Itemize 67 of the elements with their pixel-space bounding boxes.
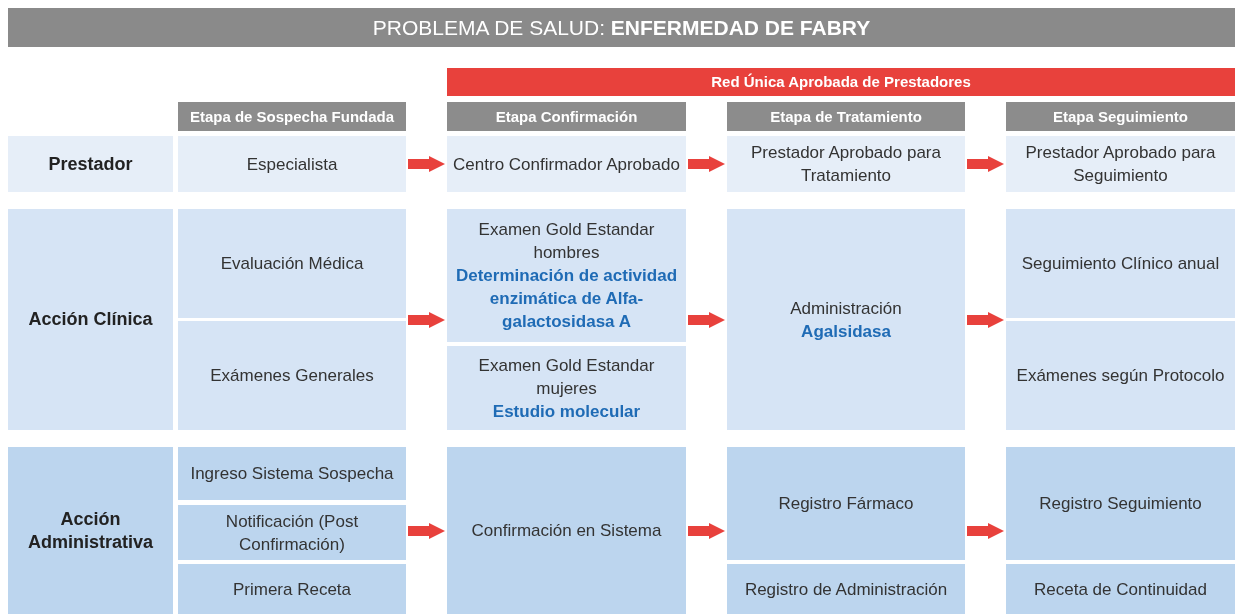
table-cell — [727, 447, 965, 560]
arrow — [967, 523, 1004, 539]
cell-text: Registro Seguimiento — [1039, 493, 1202, 515]
table-cell — [178, 209, 406, 318]
stage-header — [1006, 102, 1235, 131]
cell-text: Prestador Aprobado para Tratamiento — [750, 142, 942, 187]
header-text: Etapa de Tratamiento — [770, 106, 922, 127]
row-header — [8, 209, 173, 430]
cell-text: Notificación (Post Confirmación) — [224, 510, 360, 556]
arrow — [967, 312, 1004, 328]
arrow — [688, 523, 725, 539]
arrow — [408, 156, 445, 172]
row-header — [8, 447, 173, 614]
table-cell — [447, 447, 686, 614]
cell-text: Registro de Administración — [744, 578, 948, 601]
cell-text: Registro Fármaco — [778, 493, 914, 515]
table-cell — [727, 136, 965, 192]
table-cell — [178, 321, 406, 430]
header-text: Acción Clínica — [28, 308, 153, 331]
row-header — [8, 136, 173, 192]
stage-header — [727, 102, 965, 131]
cell-text: Primera Receta — [232, 578, 352, 601]
header-text: Etapa de Sospecha Fundada — [189, 106, 395, 127]
table-cell — [178, 136, 406, 192]
cell-text: Examen Gold Estandar hombres — [477, 219, 656, 264]
table-cell — [447, 136, 686, 192]
header-text: Etapa Confirmación — [495, 106, 638, 127]
cell-text: Exámenes según Protocolo — [1016, 365, 1225, 387]
title-text: PROBLEMA DE SALUD: ENFERMEDAD DE FABRY — [372, 15, 871, 40]
cell-text: Prestador Aprobado para Seguimiento — [1024, 142, 1217, 187]
table-cell — [727, 209, 965, 430]
table-cell — [178, 505, 406, 560]
network-banner — [447, 68, 1235, 96]
cell-text: Agalsidasa — [801, 320, 891, 343]
cell-text: Exámenes Generales — [210, 365, 374, 387]
header-text: Acción Administrativa — [26, 507, 154, 554]
table-cell — [1006, 321, 1235, 430]
table-cell — [1006, 209, 1235, 318]
table-cell — [1006, 564, 1235, 614]
table-cell — [1006, 136, 1235, 192]
cell-text: Centro Confirmador Aprobado — [453, 153, 680, 176]
arrow — [967, 156, 1004, 172]
stage-header — [178, 102, 406, 131]
cell-text: Examen Gold Estandar mujeres — [477, 354, 656, 400]
arrow — [408, 523, 445, 539]
table-cell — [178, 447, 406, 500]
arrow — [408, 312, 445, 328]
table-cell — [727, 564, 965, 614]
table-cell — [178, 564, 406, 614]
arrow — [688, 156, 725, 172]
table-cell — [447, 346, 686, 430]
cell-text: Especialista — [246, 153, 338, 176]
table-cell — [447, 209, 686, 342]
cell-text: Ingreso Sistema Sospecha — [190, 463, 394, 485]
header-text: Etapa Seguimiento — [1053, 106, 1188, 127]
arrow — [688, 312, 725, 328]
header-text: Red Única Aprobada de Prestadores — [711, 72, 971, 92]
header-text: Prestador — [48, 152, 133, 176]
cell-text: Receta de Continuidad — [1034, 578, 1207, 601]
cell-text: Evaluación Médica — [220, 253, 364, 275]
table-cell — [1006, 447, 1235, 560]
cell-text: Seguimiento Clínico anual — [1021, 253, 1220, 275]
cell-text: Determinación de actividad enzimática de Alfa-galactosidasa A — [454, 265, 679, 333]
cell-text: Confirmación en Sistema — [471, 520, 662, 542]
cell-text: Administración — [790, 297, 902, 320]
cell-text: Estudio molecular — [492, 400, 641, 423]
stage-header — [447, 102, 686, 131]
